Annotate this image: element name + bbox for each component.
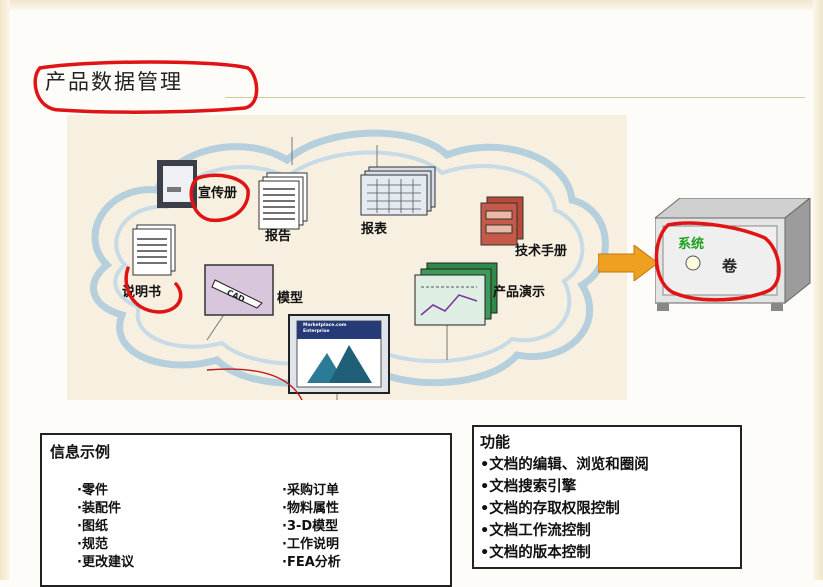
- slide-title: 产品数据管理: [45, 70, 183, 94]
- statement-icon: [360, 166, 436, 216]
- info-item: ·更改建议: [77, 555, 134, 570]
- model-icon: CAD: [204, 264, 274, 316]
- info-item: ·FEA分析: [282, 555, 341, 570]
- safe-label-system: 系统: [678, 237, 705, 252]
- functions-heading: 功能: [480, 433, 511, 451]
- info-item: ·工作说明: [282, 537, 339, 552]
- monitor-caption-line1: Marketplace.com: [303, 323, 347, 328]
- label-manual: 说明书: [122, 285, 162, 300]
- left-border: [0, 0, 10, 580]
- info-item: ·图纸: [77, 519, 108, 534]
- info-item: ·装配件: [77, 501, 121, 516]
- cloud-diagram: CAD 宣传册 报告 报表 技术手册 说明书 模型 产品演示 Marketpla…: [67, 115, 627, 401]
- function-item: •文档的存取权限控制: [480, 501, 620, 517]
- label-report: 报告: [265, 229, 292, 244]
- brochure-icon: [157, 160, 197, 208]
- info-examples-box: 信息示例 ·零件 ·装配件 ·图纸 ·规范 ·更改建议 ·采购订单 ·物料属性 …: [40, 433, 452, 587]
- title-underline: [225, 97, 805, 98]
- info-item: ·3-D模型: [282, 519, 339, 534]
- manual-icon: [132, 224, 176, 276]
- function-item: •文档的版本控制: [480, 545, 591, 561]
- monitor-caption: Marketplace.com Enterprise: [303, 323, 383, 335]
- info-column-2: ·采购订单 ·物料属性 ·3-D模型 ·工作说明 ·FEA分析: [282, 482, 341, 572]
- label-brochure: 宣传册: [198, 186, 238, 201]
- arrow-icon: [598, 245, 659, 281]
- cloud-shape: CAD: [90, 129, 609, 401]
- product-demo-icon: [414, 262, 498, 326]
- label-product-demo: 产品演示: [493, 285, 546, 300]
- function-item: •文档的编辑、浏览和圈阅: [480, 457, 649, 473]
- info-heading: 信息示例: [50, 443, 111, 461]
- info-item: ·采购订单: [282, 483, 339, 498]
- functions-box: 功能 •文档的编辑、浏览和圈阅 •文档搜索引擎 •文档的存取权限控制 •文档工作…: [472, 425, 742, 569]
- info-column-1: ·零件 ·装配件 ·图纸 ·规范 ·更改建议: [77, 482, 134, 572]
- tech-manual-icon: [480, 196, 524, 246]
- monitor-icon: [288, 314, 390, 394]
- info-item: ·物料属性: [282, 501, 339, 516]
- report-icon: [258, 172, 308, 230]
- label-model: 模型: [277, 291, 304, 306]
- top-band: [0, 0, 823, 10]
- info-item: ·零件: [77, 483, 108, 498]
- function-item: •文档搜索引擎: [480, 479, 577, 495]
- info-item: ·规范: [77, 537, 108, 552]
- label-tech-manual: 技术手册: [515, 244, 568, 259]
- safe-label-volume: 卷: [722, 257, 738, 275]
- function-item: •文档工作流控制: [480, 523, 591, 539]
- label-statement: 报表: [361, 222, 388, 237]
- right-border: [813, 0, 823, 580]
- monitor-caption-line2: Enterprise: [303, 329, 330, 334]
